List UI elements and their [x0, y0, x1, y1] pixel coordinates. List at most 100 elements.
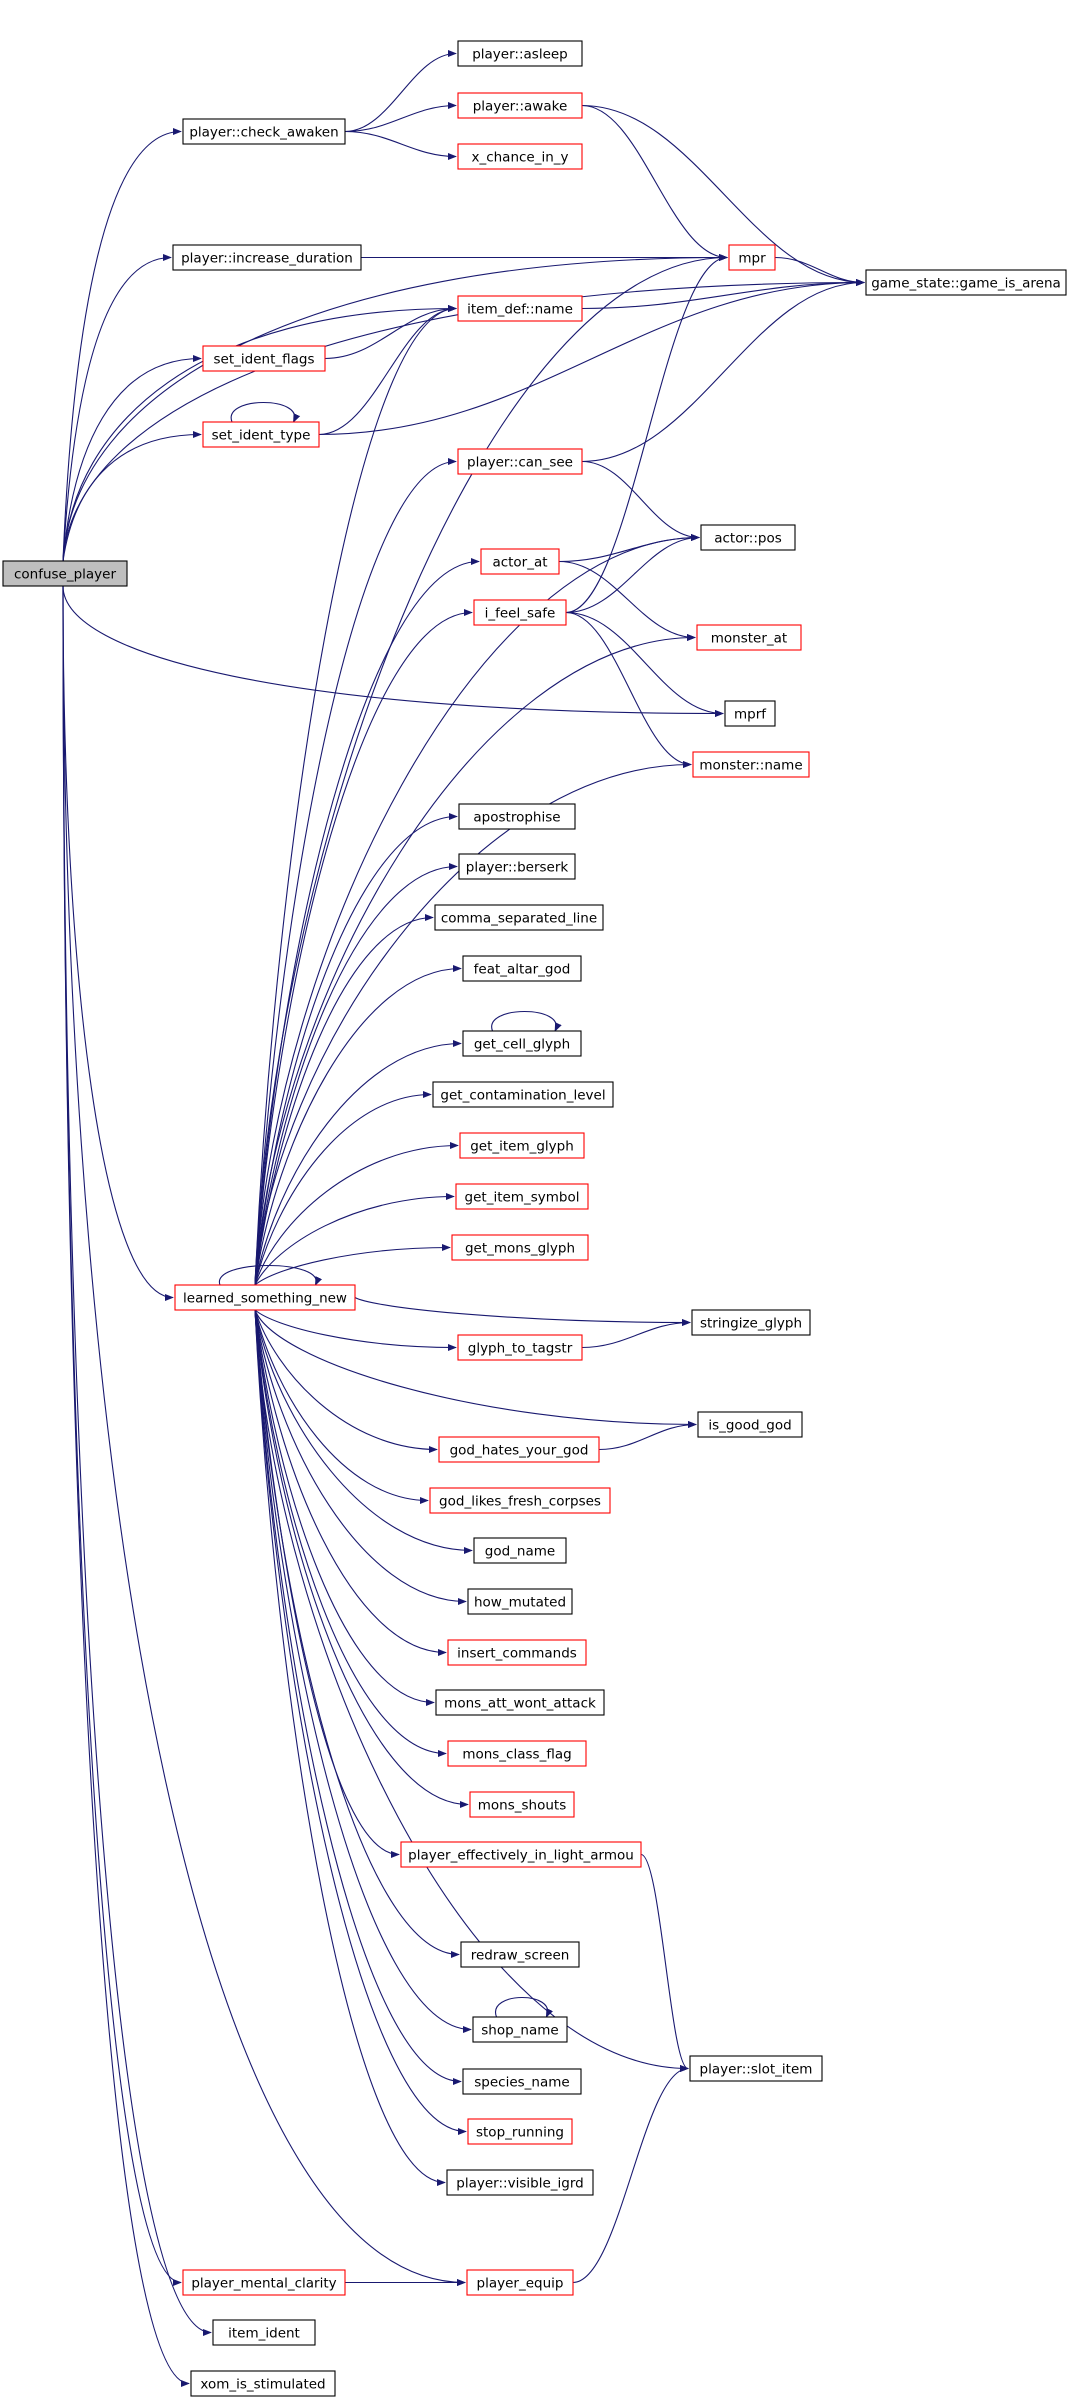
node-box	[480, 548, 560, 575]
node-box	[182, 2269, 346, 2296]
node-game-is-arena[interactable]: game_state::game_is_arena	[865, 269, 1067, 296]
node-glyph-to-tagstr[interactable]: glyph_to_tagstr	[457, 1334, 583, 1361]
node-comma-separated-line[interactable]: comma_separated_line	[434, 904, 604, 931]
edge-i-feel-safe-to-actor-pos	[565, 533, 700, 614]
node-how-mutated[interactable]: how_mutated	[467, 1588, 573, 1615]
node-monster-at[interactable]: monster_at	[696, 624, 802, 651]
node-actor-pos[interactable]: actor::pos	[700, 524, 796, 551]
node-item-ident[interactable]: item_ident	[212, 2319, 316, 2346]
node-god-hates-your-god[interactable]: god_hates_your_god	[438, 1436, 600, 1463]
node-label: actor::pos	[714, 531, 782, 547]
edge-learned-something-new-to-apostrophise	[254, 812, 458, 1286]
node-set-ident-flags[interactable]: set_ident_flags	[202, 345, 326, 372]
node-mpr[interactable]: mpr	[728, 244, 776, 271]
node-label: shop_name	[481, 2023, 558, 2039]
edge-learned-something-new-to-comma-separated-line	[254, 913, 434, 1286]
node-slot-item[interactable]: player::slot_item	[689, 2055, 823, 2082]
node-label: god_hates_your_god	[450, 1443, 589, 1459]
node-player-mental-clarity[interactable]: player_mental_clarity	[182, 2269, 346, 2296]
node-label: player::visible_igrd	[456, 2176, 583, 2192]
node-box	[697, 1411, 803, 1438]
node-box	[429, 1487, 611, 1514]
edge-learned-something-new-to-how-mutated	[254, 1309, 467, 1606]
node-feat-altar-god[interactable]: feat_altar_god	[462, 955, 582, 982]
edge-confuse-player-to-item-def-name	[62, 304, 457, 562]
edge-player-effectively-in-light-armour-to-slot-item	[640, 1853, 689, 2073]
node-label: item_ident	[228, 2326, 300, 2342]
node-box	[865, 269, 1067, 296]
node-berserk[interactable]: player::berserk	[458, 853, 576, 880]
edge-check-awaken-to-awake	[344, 101, 457, 133]
node-box	[457, 92, 583, 119]
node-box	[696, 624, 802, 651]
node-species-name[interactable]: species_name	[462, 2068, 582, 2095]
node-asleep[interactable]: player::asleep	[457, 40, 583, 67]
node-monster-name[interactable]: monster::name	[692, 751, 810, 778]
node-is-good-god[interactable]: is_good_god	[697, 1411, 803, 1438]
node-x-chance[interactable]: x_chance_in_y	[457, 143, 583, 170]
node-player-effectively-in-light-armour[interactable]: player_effectively_in_light_armou	[400, 1841, 642, 1868]
edge-god-hates-your-god-to-is-good-god	[598, 1420, 697, 1451]
node-learned-something-new[interactable]: learned_something_new	[174, 1284, 356, 1311]
node-mons-shouts[interactable]: mons_shouts	[469, 1791, 575, 1818]
node-god-likes-fresh-corpses[interactable]: god_likes_fresh_corpses	[429, 1487, 611, 1514]
node-label: get_contamination_level	[440, 1088, 605, 1104]
node-label: player::berserk	[466, 860, 569, 876]
node-mons-class-flag[interactable]: mons_class_flag	[447, 1740, 587, 1767]
edge-confuse-player-to-learned-something-new	[62, 585, 174, 1302]
node-increase-duration[interactable]: player::increase_duration	[172, 244, 362, 271]
node-label: xom_is_stimulated	[200, 2377, 325, 2393]
node-get-item-glyph[interactable]: get_item_glyph	[459, 1132, 585, 1159]
node-get-item-symbol[interactable]: get_item_symbol	[455, 1183, 589, 1210]
node-label: mprf	[734, 707, 767, 723]
node-actor-at[interactable]: actor_at	[480, 548, 560, 575]
edge-layer	[62, 49, 865, 2388]
node-player-equip[interactable]: player_equip	[466, 2269, 574, 2296]
edge-i-feel-safe-to-mpr	[565, 253, 728, 614]
edge-learned-something-new-to-get-contamination-level	[254, 1090, 432, 1286]
node-label: player::increase_duration	[181, 251, 353, 267]
node-box	[202, 345, 326, 372]
node-label: player::asleep	[472, 47, 568, 63]
node-mons-att-wont-attack[interactable]: mons_att_wont_attack	[435, 1689, 605, 1716]
node-label: actor_at	[492, 555, 547, 571]
node-box	[446, 2169, 594, 2196]
node-redraw-screen[interactable]: redraw_screen	[460, 1941, 580, 1968]
node-box	[458, 803, 576, 830]
node-layer: confuse_playerplayer::check_awakenplayer…	[2, 40, 1067, 2397]
node-box	[2, 560, 128, 587]
node-label: set_ident_flags	[214, 352, 315, 368]
node-box	[455, 1183, 589, 1210]
node-awake[interactable]: player::awake	[457, 92, 583, 119]
node-xom-is-stimulated[interactable]: xom_is_stimulated	[190, 2370, 336, 2397]
node-visible-igrd[interactable]: player::visible_igrd	[446, 2169, 594, 2196]
node-stringize-glyph[interactable]: stringize_glyph	[691, 1309, 811, 1336]
node-get-contamination-level[interactable]: get_contamination_level	[432, 1081, 614, 1108]
node-label: i_feel_safe	[485, 606, 556, 622]
node-get-mons-glyph[interactable]: get_mons_glyph	[451, 1234, 589, 1261]
node-god-name[interactable]: god_name	[473, 1537, 567, 1564]
node-can-see[interactable]: player::can_see	[457, 448, 583, 475]
edge-learned-something-new-to-get-cell-glyph	[254, 1039, 462, 1286]
node-shop-name[interactable]: shop_name	[472, 2016, 568, 2043]
edge-learned-something-new-to-redraw-screen	[254, 1309, 460, 1959]
edge-learned-something-new-to-mons-shouts	[254, 1309, 469, 1809]
edge-learned-something-new-to-can-see	[254, 457, 457, 1286]
node-i-feel-safe[interactable]: i_feel_safe	[473, 599, 567, 626]
node-label: apostrophise	[473, 810, 560, 826]
node-stop-running[interactable]: stop_running	[467, 2118, 573, 2145]
node-confuse-player[interactable]: confuse_player	[2, 560, 128, 587]
node-box	[457, 40, 583, 67]
node-set-ident-type[interactable]: set_ident_type	[202, 421, 320, 448]
edge-set-ident-type-to-set-ident-type	[230, 401, 301, 423]
node-get-cell-glyph[interactable]: get_cell_glyph	[462, 1030, 582, 1057]
edge-learned-something-new-to-glyph-to-tagstr	[254, 1309, 457, 1352]
edge-learned-something-new-to-mons-class-flag	[254, 1309, 447, 1758]
node-item-def-name[interactable]: item_def::name	[457, 295, 583, 322]
node-check-awaken[interactable]: player::check_awaken	[182, 118, 346, 145]
node-mprf[interactable]: mprf	[724, 700, 776, 727]
edge-confuse-player-to-player-equip	[62, 585, 466, 2287]
node-apostrophise[interactable]: apostrophise	[458, 803, 576, 830]
node-box	[472, 2016, 568, 2043]
node-insert-commands[interactable]: insert_commands	[447, 1639, 587, 1666]
